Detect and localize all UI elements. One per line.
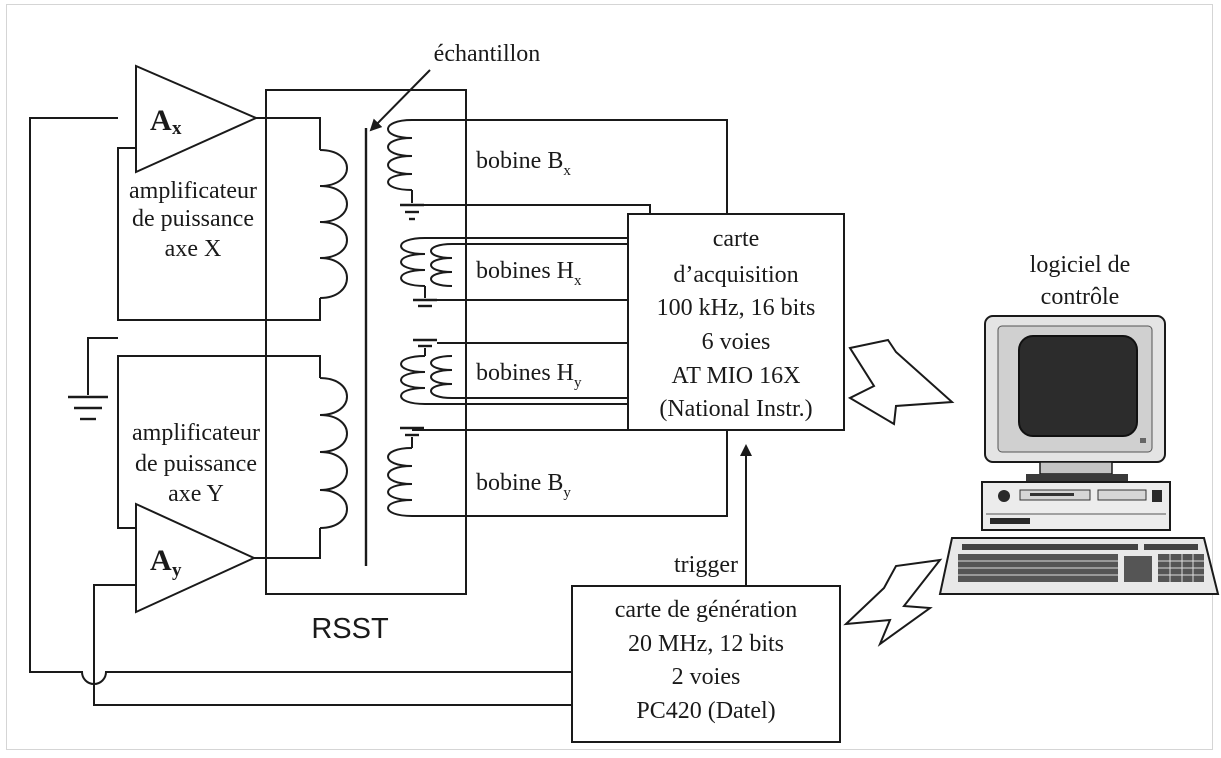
excitation-coil-x [319,149,348,299]
generation-card-line2: 20 MHz, 12 bits [628,631,784,657]
amplifier-x-desc-line1: amplificateur [129,178,257,204]
amplifier-y: A y [135,502,257,614]
amplifier-x-desc-line3: axe X [165,236,222,262]
acquisition-card-line6: (National Instr.) [659,396,812,422]
wire-by-top [466,430,728,517]
amplifier-x-subscript: x [172,118,182,139]
ground-wire [87,337,118,395]
amplifier-y-symbol: A [150,544,172,577]
sample-arrow [369,69,431,132]
coil-by-label: bobine By [476,470,571,501]
amplifier-y-desc-line3: axe Y [168,481,224,507]
wire-bx-top [466,119,728,214]
acquisition-card-line2: d’acquisition [673,262,798,288]
coil-by [387,426,468,517]
amplifier-y-desc-line2: de puissance [135,451,257,477]
amp-y-output-wire [254,528,321,559]
amplifier-x-symbol: A [150,104,172,137]
software-label-line1: logiciel de [1030,252,1131,278]
coil-hx [400,237,466,308]
coil-hx-label: bobines Hx [476,258,582,289]
acquisition-card [627,213,845,431]
pc-to-generation-link-icon [843,558,943,647]
amplifier-y-subscript: y [172,560,182,581]
acquisition-card-line4: 6 voies [702,329,771,355]
coil-hy-label: bobines Hy [476,360,582,391]
generation-card [571,585,841,743]
amp-x-feedback-wire [117,147,321,321]
wire-bx-ret [412,204,651,214]
amp-y-feedback-wire [117,355,321,529]
generation-card-line1: carte de génération [615,597,798,623]
outer-loop-wire [29,117,572,685]
sample-label: échantillon [434,41,541,67]
acquisition-card-line3: 100 kHz, 16 bits [657,295,816,321]
trigger-label: trigger [674,552,738,578]
amplifier-x-desc-line2: de puissance [132,206,254,232]
amplifier-x: A x [135,64,259,174]
software-label-line2: contrôle [1041,284,1120,310]
coil-hy [400,338,466,405]
coil-bx [387,119,468,221]
amp-x-output-wire [256,117,321,150]
acquisition-to-pc-link-icon [847,338,955,426]
acquisition-card-line1: carte [713,226,760,252]
rsst-label: RSST [311,613,389,645]
excitation-coil-y [319,377,348,529]
acquisition-card-line5: AT MIO 16X [672,363,801,389]
generation-card-line3: 2 voies [672,664,741,690]
amplifier-y-desc-line1: amplificateur [132,420,260,446]
inner-loop-wire [93,584,572,706]
generation-card-line4: PC420 (Datel) [636,698,775,724]
ground-symbol [68,395,108,421]
computer-icon [938,315,1220,595]
coil-bx-label: bobine Bx [476,148,571,179]
diagram-frame [6,4,1213,750]
